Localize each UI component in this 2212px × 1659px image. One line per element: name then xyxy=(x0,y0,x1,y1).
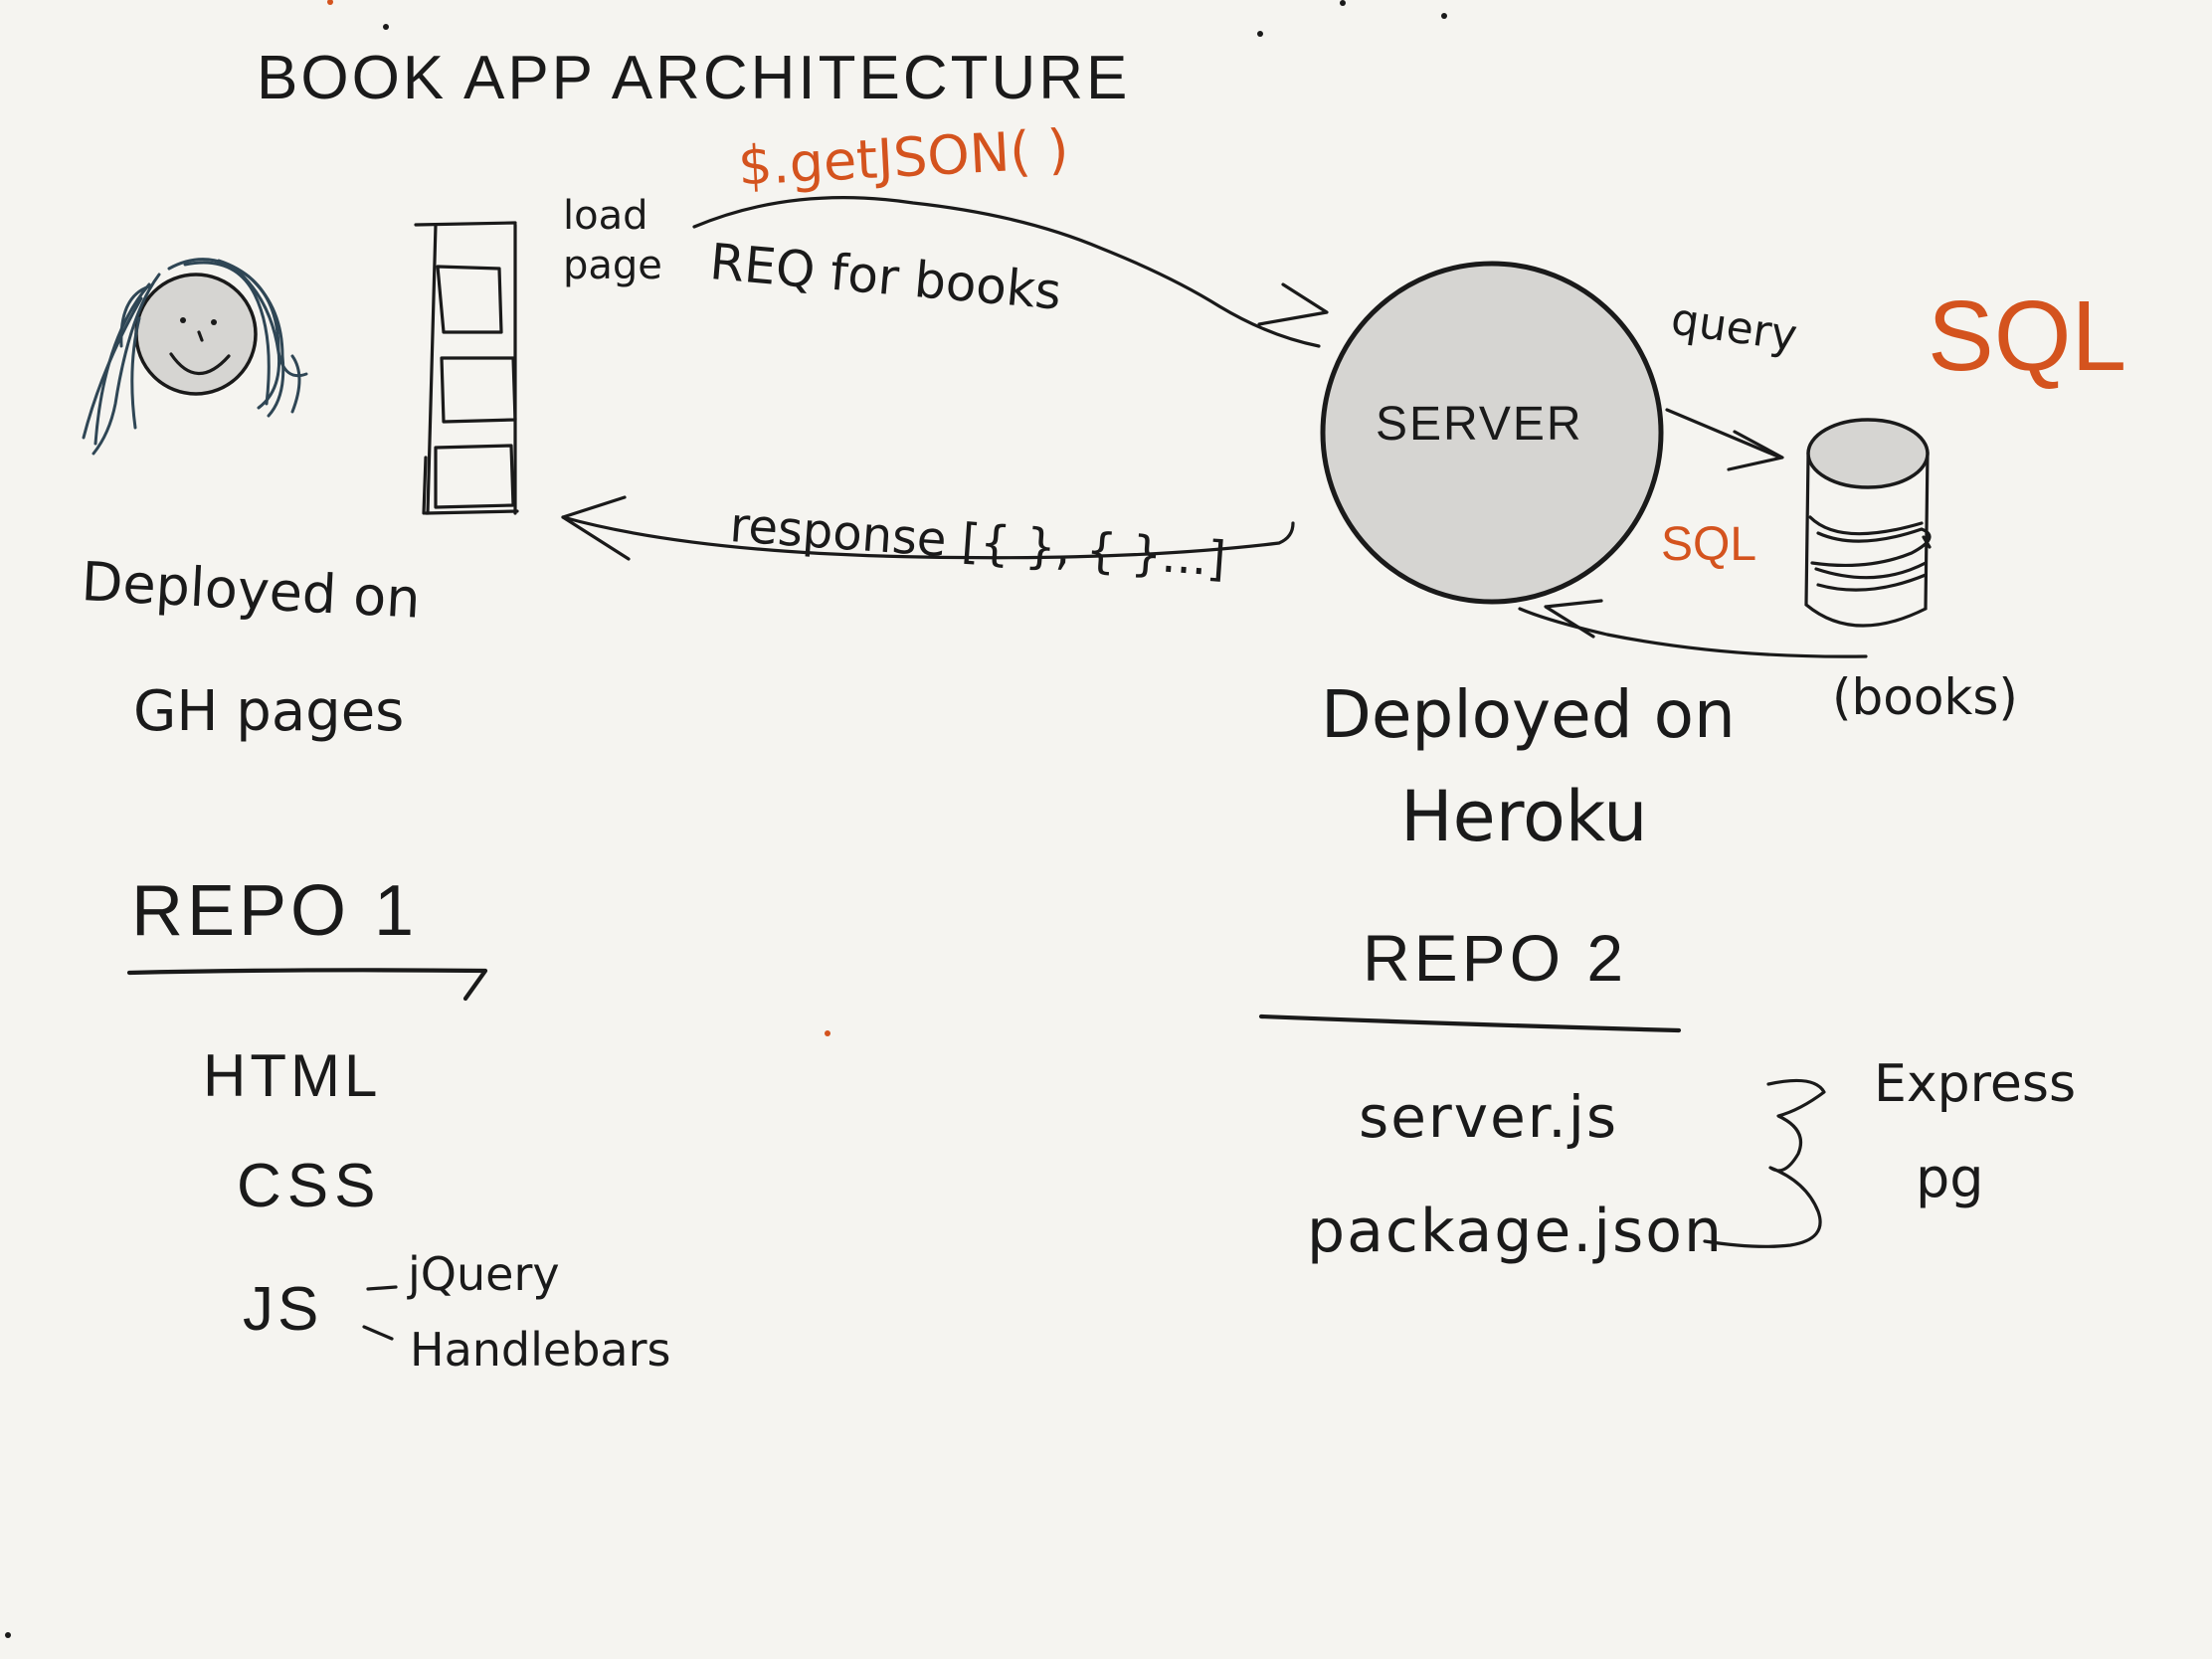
database-title: SQL xyxy=(1928,280,2127,392)
js-lib-handlebars: Handlebars xyxy=(410,1323,671,1377)
client-host-label: GH pages xyxy=(133,679,405,744)
repo1-item-js: JS xyxy=(243,1275,323,1344)
repo2-dep-pg: pg xyxy=(1916,1147,1984,1209)
load-page-label: load page xyxy=(563,193,662,288)
repo2-brace xyxy=(1703,1078,1826,1248)
repo2-title: REPO 2 xyxy=(1363,921,1628,995)
request-arrow xyxy=(692,196,1329,348)
repo1-title: REPO 1 xyxy=(131,871,419,951)
repo2-file-packagejson: package.json xyxy=(1307,1197,1725,1266)
repo2-dep-express: Express xyxy=(1874,1054,2077,1114)
repo2-file-serverjs: server.js xyxy=(1359,1083,1619,1151)
webpage-icon xyxy=(414,221,519,515)
query-arrow xyxy=(1665,408,1784,471)
repo2-underline xyxy=(1258,1014,1682,1033)
stray-dots xyxy=(5,0,1447,1638)
js-lib-jquery: jQuery xyxy=(408,1247,560,1301)
repo1-item-css: CSS xyxy=(237,1152,382,1220)
server-label: SERVER xyxy=(1376,398,1583,451)
server-deployed-label: Deployed on xyxy=(1321,676,1736,753)
sql-label: SQL xyxy=(1661,518,1757,571)
server-circle-icon xyxy=(1320,261,1664,605)
books-result-label: (books) xyxy=(1832,668,2018,726)
response-arrow xyxy=(561,495,1295,561)
diagram-title: Book App Architecture xyxy=(257,44,1131,112)
server-host-label: Heroku xyxy=(1400,776,1648,857)
user-avatar-icon xyxy=(82,258,308,456)
js-dashes xyxy=(362,1285,398,1341)
repo1-underline xyxy=(126,968,488,1002)
books-return-arrow xyxy=(1518,599,1868,658)
repo1-item-html: HTML xyxy=(203,1042,382,1109)
database-cylinder-icon xyxy=(1804,418,1932,628)
